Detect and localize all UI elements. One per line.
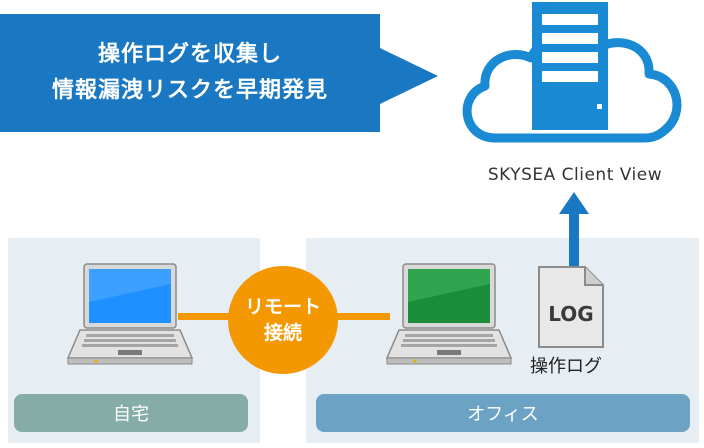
remote-line-2: 接続 — [263, 322, 302, 344]
server-label: SKYSEA Client View — [487, 165, 663, 185]
log-file-text: LOG — [548, 302, 593, 326]
log-file-icon: LOG — [538, 266, 604, 348]
remote-connection-badge: リモート 接続 — [228, 266, 338, 374]
home-zone-label: 自宅 — [14, 394, 248, 432]
upload-arrow-icon — [559, 192, 589, 272]
office-zone-label: オフィス — [316, 394, 690, 432]
cloud-server-icon — [462, 2, 682, 143]
banner-pointer — [380, 48, 438, 104]
log-label: 操作ログ — [530, 356, 602, 377]
connection-line-left — [178, 313, 232, 320]
banner-line-2: 情報漏洩リスクを早期発見 — [51, 78, 328, 103]
banner-line-1: 操作ログを収集し — [97, 42, 282, 67]
office-laptop-icon — [385, 263, 513, 365]
remote-line-1: リモート — [244, 296, 321, 318]
home-laptop-icon — [66, 263, 194, 365]
message-banner: 操作ログを収集し 情報漏洩リスクを早期発見 — [0, 14, 380, 132]
connection-line-right — [334, 313, 390, 320]
